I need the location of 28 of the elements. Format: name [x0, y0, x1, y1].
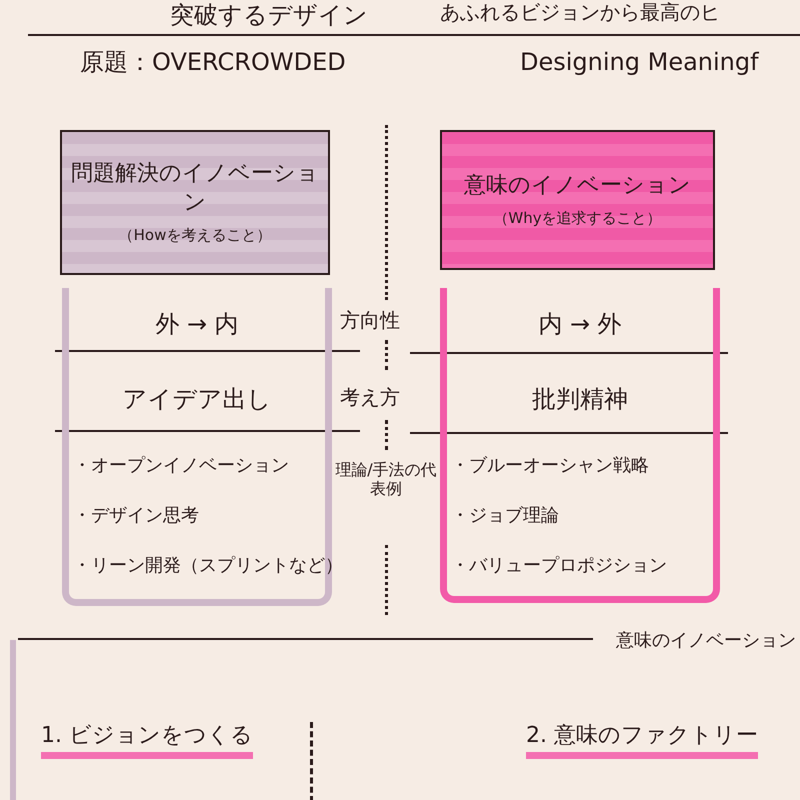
- row-text: アイデア出し: [122, 384, 272, 415]
- row-text: 内 → 外: [537, 309, 623, 340]
- original-title: Designing Meaningf: [520, 48, 759, 77]
- row-text: 批判精神: [531, 384, 629, 415]
- title-box: [60, 130, 330, 275]
- section-heading: 2. 意味のファクトリー: [526, 720, 758, 759]
- box-subtitle: （Howを考えること）: [118, 226, 272, 245]
- bullet-item: ・バリュープロポジション: [451, 554, 667, 577]
- bullet-item: ・デザイン思考: [73, 504, 199, 527]
- row-text: 外 → 内: [154, 309, 240, 340]
- row-label: 考え方: [340, 385, 400, 409]
- section-title: 意味のイノベーション: [616, 629, 796, 652]
- book-title: あふれるビジョンから最高のヒ: [440, 0, 720, 24]
- original-title: 原題：OVERCROWDED: [80, 48, 346, 77]
- bracket-panel: [62, 288, 332, 606]
- box-subtitle: （Whyを追求すること）: [493, 208, 662, 228]
- box-title: 意味のイノベーション: [464, 172, 691, 200]
- bracket-panel: [440, 288, 720, 603]
- bullet-item: ・ジョブ理論: [451, 504, 559, 527]
- section-heading: 1. ビジョンをつくる: [41, 720, 253, 759]
- bullet-item: ・ブルーオーシャン戦略: [451, 454, 649, 477]
- box-title: 問題解決のイノベーション: [70, 160, 320, 217]
- row-label: 理論/手法の代表例: [334, 460, 438, 498]
- bullet-item: ・オープンイノベーション: [73, 454, 289, 477]
- row-label: 方向性: [340, 308, 400, 332]
- bullet-item: ・リーン開発（スプリントなど）: [73, 554, 343, 577]
- title-box: [440, 130, 715, 270]
- book-title: 突破するデザイン: [170, 1, 368, 30]
